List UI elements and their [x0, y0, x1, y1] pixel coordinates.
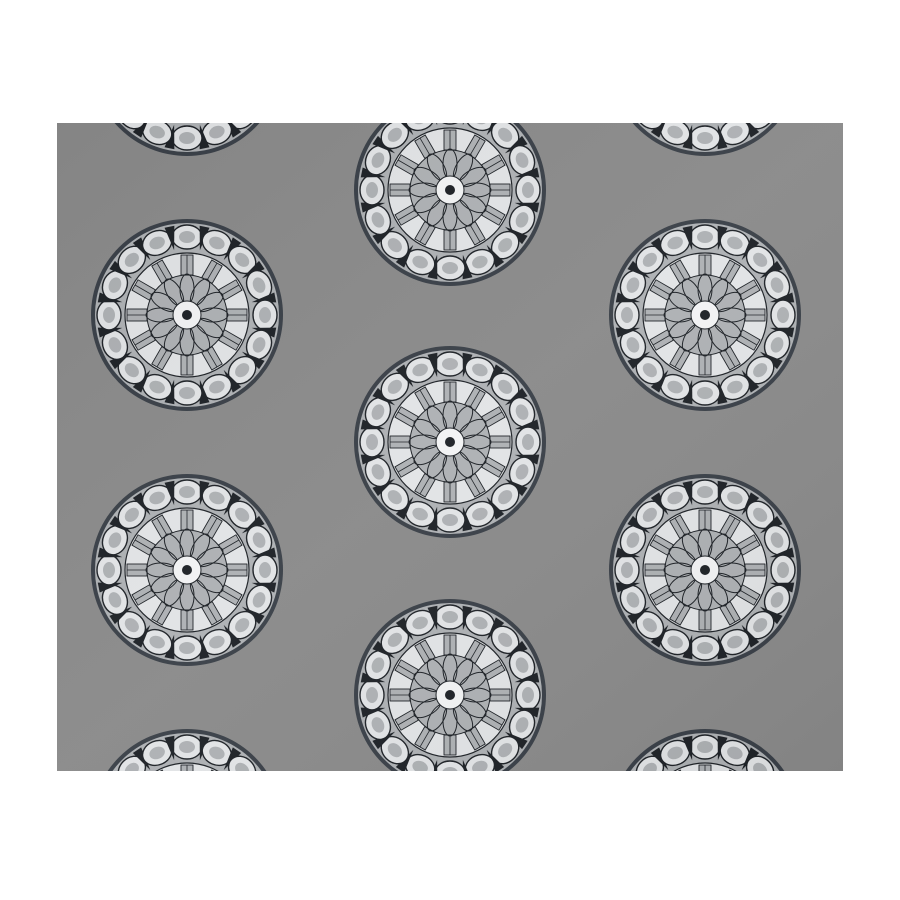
throw-blanket	[57, 123, 843, 771]
fabric-wrinkle-shading	[57, 123, 843, 771]
